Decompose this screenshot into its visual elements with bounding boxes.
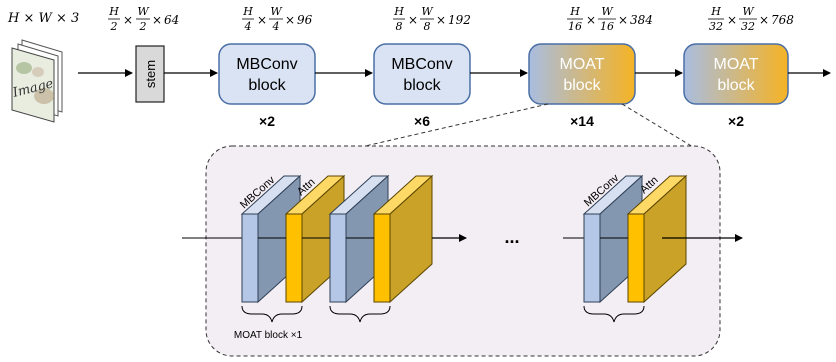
svg-text:16: 16	[600, 20, 614, 33]
svg-text:W: W	[270, 5, 283, 18]
input-image-icon: Image	[10, 39, 63, 123]
svg-text:384: 384	[630, 13, 653, 27]
moat-block-1-repeat: ×14	[570, 113, 594, 129]
svg-text:768: 768	[771, 13, 794, 27]
svg-text:H: H	[569, 5, 580, 18]
moat-block-1-label-line2: block	[563, 77, 601, 94]
mbconv-block-2: MBConv block	[373, 43, 471, 105]
svg-text:×: ×	[257, 13, 267, 27]
stem-label: stem	[143, 60, 158, 88]
moat-block-2-repeat: ×2	[728, 113, 744, 129]
svg-text:4: 4	[272, 20, 280, 33]
svg-text:×: ×	[586, 13, 596, 27]
svg-text:64: 64	[164, 13, 179, 27]
svg-text:16: 16	[568, 20, 582, 33]
svg-text:×: ×	[408, 13, 418, 27]
brace-group-1	[241, 305, 303, 323]
svg-text:4: 4	[244, 20, 252, 33]
moat-block-1-label-line1: MOAT	[559, 56, 604, 73]
moat2-dims-label: H 32 × W 32 × 768	[708, 5, 794, 33]
mbconv-block-2-repeat: ×6	[414, 113, 430, 129]
svg-text:2: 2	[139, 20, 147, 33]
svg-text:×: ×	[759, 13, 769, 27]
mbconv-layer-cube-1	[240, 174, 302, 304]
ellipsis: ...	[504, 227, 519, 247]
zoom-line-right	[621, 103, 699, 151]
svg-text:H: H	[242, 5, 253, 18]
mbconv2-dims-label: H 8 × W 8 × 192	[393, 5, 471, 33]
svg-text:H: H	[710, 5, 721, 18]
svg-text:×: ×	[436, 13, 446, 27]
moat-block-1: MOAT block	[528, 43, 636, 105]
mbconv1-dims-label: H 4 × W 4 × 96	[242, 5, 313, 33]
mbconv-block-1-label-line2: block	[248, 77, 286, 94]
svg-text:×: ×	[152, 13, 162, 27]
svg-text:W: W	[601, 5, 614, 18]
svg-text:W: W	[137, 5, 150, 18]
svg-text:×: ×	[285, 13, 295, 27]
mbconv-block-1: MBConv block	[218, 43, 316, 105]
moat-block-2-label-line2: block	[717, 77, 755, 94]
brace-group-2	[329, 305, 391, 323]
zoom-line-left	[347, 103, 549, 151]
brace-caption: MOAT block ×1	[234, 330, 303, 341]
stem-block: stem	[135, 45, 165, 103]
mbconv-block-2-label-line1: MBConv	[391, 56, 452, 73]
svg-text:×: ×	[727, 13, 737, 27]
svg-text:W: W	[421, 5, 434, 18]
svg-text:×: ×	[618, 13, 628, 27]
svg-text:8: 8	[424, 20, 431, 33]
attn-layer-cube-2	[372, 174, 434, 304]
svg-text:8: 8	[396, 20, 403, 33]
svg-text:W: W	[742, 5, 755, 18]
svg-text:×: ×	[123, 13, 133, 27]
moat-block-2: MOAT block	[683, 43, 789, 105]
stem-dims-label: H 2 × W 2 × 64	[108, 5, 179, 33]
mbconv-block-2-label-line2: block	[403, 77, 441, 94]
mbconv-block-1-repeat: ×2	[259, 113, 275, 129]
svg-text:192: 192	[448, 13, 471, 27]
svg-text:H: H	[393, 5, 404, 18]
brace-group-last	[583, 305, 645, 323]
svg-text:32: 32	[741, 20, 755, 33]
moat1-dims-label: H 16 × W 16 × 384	[567, 5, 653, 33]
svg-text:2: 2	[110, 20, 118, 33]
attn-layer-cube-last	[626, 174, 688, 304]
svg-text:96: 96	[297, 13, 313, 27]
input-dims-label: H × W × 3	[7, 11, 79, 26]
svg-text:H: H	[108, 5, 119, 18]
moat-block-2-label-line1: MOAT	[713, 56, 758, 73]
mbconv-block-1-label-line1: MBConv	[236, 56, 297, 73]
svg-text:32: 32	[709, 20, 723, 33]
